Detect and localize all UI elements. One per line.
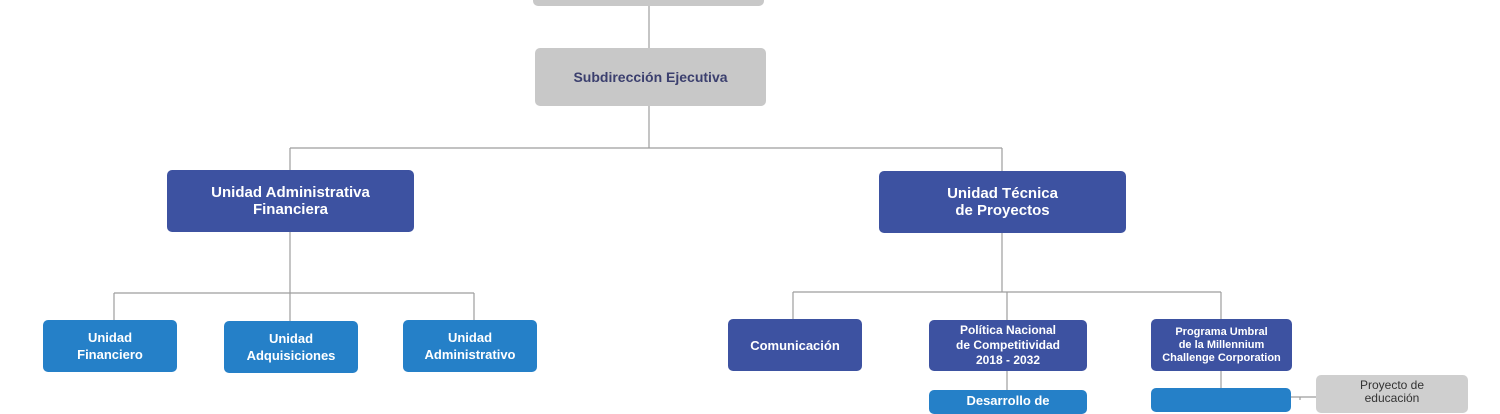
connector-lines [113, 6, 1316, 400]
top-box[interactable] [533, 0, 764, 6]
unidad-adquisiciones-box[interactable]: Unidad Adquisiciones [224, 321, 358, 373]
umbral-child-box[interactable] [1151, 388, 1291, 412]
politica-nacional-competitividad-box[interactable]: Política Nacional de Competitividad 2018… [929, 320, 1087, 371]
unidad-administrativo-box[interactable]: Unidad Administrativo [403, 320, 537, 372]
programa-umbral-mcc-box[interactable]: Programa Umbral de la Millennium Challen… [1151, 319, 1292, 371]
comunicacion-box[interactable]: Comunicación [728, 319, 862, 371]
unidad-administrativa-financiera-box[interactable]: Unidad Administrativa Financiera [167, 170, 414, 232]
unidad-tecnica-proyectos-box[interactable]: Unidad Técnica de Proyectos [879, 171, 1126, 233]
desarrollo-box[interactable]: Desarrollo de [929, 390, 1087, 414]
org-chart: Subdirección Ejecutiva Unidad Administra… [43, 0, 1468, 414]
proyecto-educacion-box[interactable]: Proyecto de educación [1316, 375, 1468, 413]
connector-subdireccion-units [289, 106, 1003, 171]
connector-uaf-children [113, 232, 475, 321]
subdireccion-ejecutiva-box[interactable]: Subdirección Ejecutiva [535, 48, 766, 106]
unidad-financiero-box[interactable]: Unidad Financiero [43, 320, 177, 372]
connector-utp-children [792, 233, 1222, 320]
